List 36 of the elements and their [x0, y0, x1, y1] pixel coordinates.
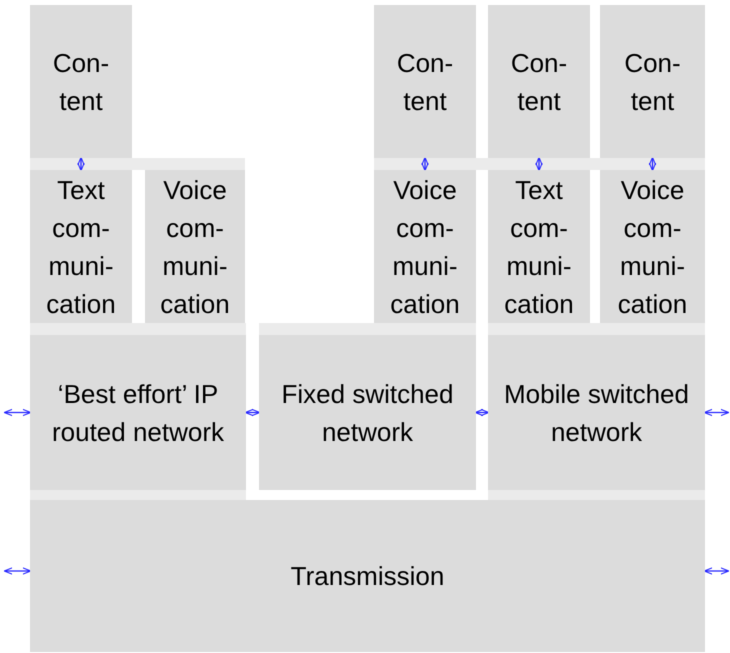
layer-box — [30, 170, 132, 323]
double-arrow — [474, 408, 490, 416]
double-arrow — [535, 156, 543, 172]
double-arrow — [648, 156, 656, 172]
layer-label: ‘Best effort’ IP routed network — [51, 378, 225, 448]
layer-box — [488, 335, 705, 490]
layer-label: Transmission — [290, 560, 444, 593]
double-arrow — [704, 408, 730, 416]
layer-box — [30, 500, 705, 652]
double-arrow — [704, 567, 730, 575]
layer-box — [488, 5, 590, 158]
double-arrow — [4, 408, 32, 416]
layer-label: Mobile switched network — [503, 378, 690, 448]
layer-label: Con- tent — [623, 46, 682, 118]
layer-label: Text com- muni- cation — [45, 174, 117, 320]
layer-label: Voice com- muni- cation — [389, 174, 461, 320]
layer-box — [374, 170, 476, 323]
double-arrow — [4, 567, 32, 575]
layer-label: Con- tent — [52, 46, 110, 118]
layer-box — [600, 170, 705, 323]
layer-box — [145, 170, 245, 323]
layer-label: Con- tent — [510, 46, 568, 118]
layer-label: Fixed switched network — [280, 378, 454, 448]
layer-label: Voice com- muni- cation — [616, 174, 688, 320]
layer-box — [374, 5, 476, 158]
layer-box — [488, 170, 590, 323]
double-arrow — [244, 408, 260, 416]
layer-box — [600, 5, 705, 158]
layer-label: Voice com- muni- cation — [159, 174, 231, 320]
layer-box — [30, 335, 246, 490]
layer-box — [259, 335, 476, 490]
double-arrow — [421, 156, 429, 172]
layer-label: Text com- muni- cation — [503, 174, 575, 320]
double-arrow — [77, 156, 85, 172]
layer-label: Con- tent — [396, 46, 454, 118]
layer-box — [30, 5, 132, 158]
